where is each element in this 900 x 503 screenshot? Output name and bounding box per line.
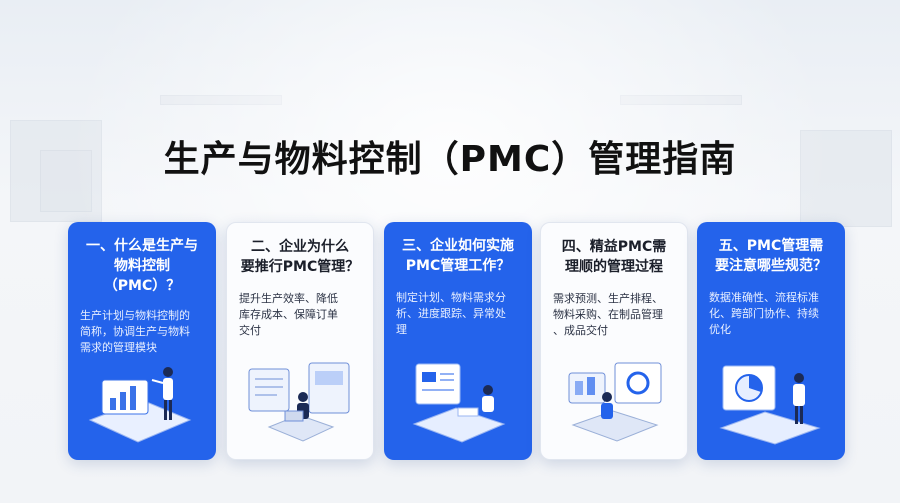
card-title: 三、企业如何实施 PMC管理工作？ bbox=[402, 238, 514, 274]
card-lean-pmc-process[interactable]: 四、精益PMC需 理顺的管理过程 需求预测、生产排程、 物料采购、在制品管理 、… bbox=[540, 222, 688, 460]
card-title: 四、精益PMC需 理顺的管理过程 bbox=[561, 239, 667, 275]
person-with-dashboard-illustration bbox=[568, 362, 662, 442]
person-with-pie-chart-illustration bbox=[719, 365, 821, 445]
page-title: 生产与物料控制（PMC）管理指南 bbox=[163, 139, 737, 180]
card-description: 制定计划、物料需求分 析、进度跟踪、异常处 理 bbox=[396, 291, 506, 336]
card-title: 一、什么是生产与 物料控制（PMC）？ bbox=[86, 238, 198, 294]
card-why-pmc[interactable]: 二、企业为什么 要推行PMC管理？ 提升生产效率、降低 库存成本、保障订单 交付 bbox=[226, 222, 374, 460]
person-at-desk-monitor-illustration bbox=[412, 363, 506, 443]
card-description: 数据准确性、流程标准 化、跨部门协作、持续 优化 bbox=[709, 291, 819, 336]
card-description: 需求预测、生产排程、 物料采购、在制品管理 、成品交付 bbox=[553, 292, 663, 337]
card-what-is-pmc[interactable]: 一、什么是生产与 物料控制（PMC）？ 生产计划与物料控制的 简称，协调生产与物… bbox=[68, 222, 216, 460]
card-pmc-standards[interactable]: 五、PMC管理需 要注意哪些规范？ 数据准确性、流程标准 化、跨部门协作、持续 … bbox=[697, 222, 845, 460]
bar-chart-presenter-illustration bbox=[88, 367, 192, 443]
card-title: 五、PMC管理需 要注意哪些规范？ bbox=[715, 238, 827, 274]
card-description: 提升生产效率、降低 库存成本、保障订单 交付 bbox=[239, 292, 338, 337]
card-title: 二、企业为什么 要推行PMC管理？ bbox=[240, 239, 360, 275]
card-how-implement-pmc[interactable]: 三、企业如何实施 PMC管理工作？ 制定计划、物料需求分 析、进度跟踪、异常处 … bbox=[384, 222, 532, 460]
person-at-laptop-illustration bbox=[248, 362, 350, 442]
card-description: 生产计划与物料控制的 简称，协调生产与物料 需求的管理模块 bbox=[80, 309, 190, 354]
